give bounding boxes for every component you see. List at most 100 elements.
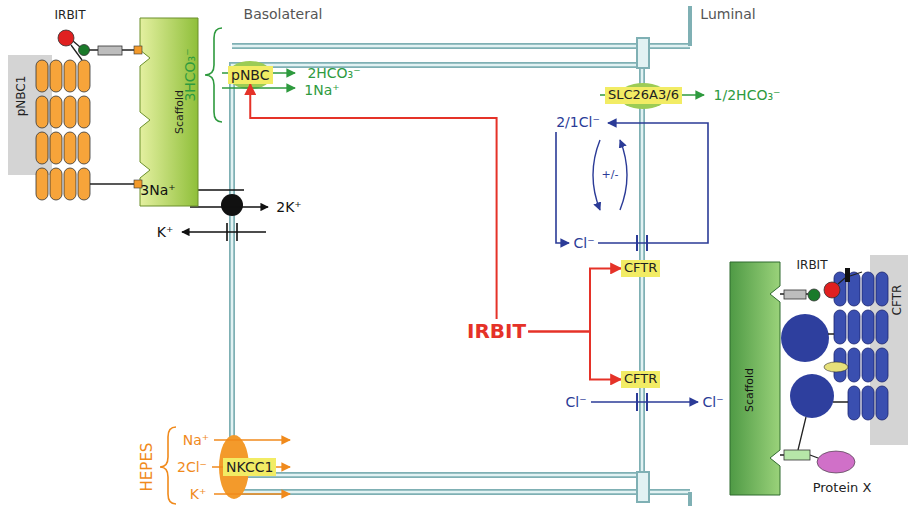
pnbc1-inset-part <box>50 132 62 164</box>
pnbc1-inset-part <box>50 60 62 92</box>
cftr-inset-part <box>784 450 810 460</box>
label: 3Na⁺ <box>140 182 175 198</box>
label: pNBC1 <box>15 76 29 117</box>
pnbc1-inset-part <box>64 168 76 200</box>
pnbc1-inset-part <box>79 45 90 56</box>
label: 2HCO₃⁻ <box>307 65 360 81</box>
cftr-inset-part <box>862 272 874 306</box>
na-k-pump-part <box>227 223 237 241</box>
pnbc1-inset-part <box>36 168 48 200</box>
cftr-channel-part <box>591 401 698 403</box>
slc26-transport-part <box>637 235 647 251</box>
pnbc-transport-part <box>222 87 295 89</box>
pnbc1-inset-part <box>8 55 52 175</box>
highlight-box: NKCC1 <box>223 458 276 476</box>
label: HEPES <box>139 443 156 492</box>
label: +/- <box>602 169 619 182</box>
cftr-channel-part <box>637 393 647 411</box>
cell-membrane-part <box>637 38 649 68</box>
cftr-inset-part <box>848 348 860 382</box>
pnbc1-inset-part <box>98 46 122 55</box>
pnbc-transport-part <box>205 28 222 122</box>
node-text: IRBIT <box>467 320 526 343</box>
nkcc1-transport-part <box>214 493 290 495</box>
cftr-inset-part <box>862 386 874 420</box>
cell-membrane-part <box>232 489 690 495</box>
cftr-inset-part <box>876 272 888 306</box>
cftr-inset-part <box>790 374 834 418</box>
pnbc1-inset-part <box>78 60 90 92</box>
regulation-arrow <box>250 84 496 319</box>
cftr-inset-part <box>845 268 850 282</box>
cftr-inset-part <box>781 314 829 362</box>
pnbc1-inset <box>8 18 198 206</box>
pnbc1-inset-part <box>64 96 76 128</box>
label: Protein X <box>813 481 872 496</box>
highlight-box: CFTR <box>621 371 660 388</box>
cell-membrane-part <box>232 65 642 475</box>
cell-membrane-part <box>688 6 692 506</box>
node-text: CFTR <box>624 372 657 387</box>
cftr-inset-part <box>876 386 888 420</box>
label: Cl⁻ <box>702 394 723 410</box>
cell-membrane-part <box>637 472 649 502</box>
cftr-inset-part <box>808 289 820 301</box>
pnbc1-inset-part <box>140 18 198 206</box>
nkcc1-transport-part <box>214 439 290 441</box>
na-k-pump-part <box>221 194 243 216</box>
pnbc1-inset-part <box>58 30 74 46</box>
pnbc1-inset-part <box>78 168 90 200</box>
label: CFTR <box>891 285 905 316</box>
slc26-transport-part <box>620 140 627 210</box>
cftr-inset-part <box>862 310 874 344</box>
pnbc1-inset-part <box>36 96 48 128</box>
cell-membrane <box>232 6 690 506</box>
cftr-inset-part <box>848 310 860 344</box>
cftr-inset-part <box>862 348 874 382</box>
highlight-box: CFTR <box>621 260 660 277</box>
nkcc1-transport <box>160 427 290 504</box>
pnbc1-inset-part <box>36 60 48 92</box>
node-text: pNBC <box>231 67 270 83</box>
cell-membrane-part <box>232 45 690 48</box>
pnbc1-inset-part <box>64 132 76 164</box>
label: Cl⁻ <box>573 235 594 251</box>
slc26-transport-part <box>593 140 600 210</box>
cell-membrane-part <box>232 65 642 475</box>
pnbc1-inset-part <box>134 46 142 54</box>
label: Basolateral <box>244 6 323 22</box>
na-k-pump-part <box>190 206 268 207</box>
label: Na⁺ <box>183 432 209 448</box>
label: 2K⁺ <box>276 199 301 215</box>
pnbc1-inset-part <box>36 132 48 164</box>
pnbc1-inset-part <box>78 132 90 164</box>
pnbc1-inset-part <box>64 60 76 92</box>
cftr-channel <box>591 393 698 411</box>
highlight-box: SLC26A3/6 <box>605 87 682 104</box>
label: 1/2HCO₃⁻ <box>714 87 781 103</box>
label: 3HCO₃⁻ <box>182 48 198 101</box>
cftr-inset-part <box>876 310 888 344</box>
regulation-arrow <box>528 332 621 380</box>
cftr-inset-part <box>730 262 780 495</box>
highlight-box: pNBC <box>228 66 273 84</box>
label: IRBIT <box>797 259 828 273</box>
node-text: CFTR <box>624 261 657 276</box>
pnbc1-inset-part <box>50 168 62 200</box>
cftr-inset-part <box>824 282 840 298</box>
label: K⁺ <box>157 224 174 240</box>
cftr-inset-part <box>817 451 855 473</box>
regulation-arrow <box>528 268 621 331</box>
label: Luminal <box>700 6 755 22</box>
cftr-inset-part <box>848 386 860 420</box>
cftr-inset <box>730 255 908 495</box>
label: IRBIT <box>55 9 86 23</box>
cell-membrane-part <box>232 43 690 49</box>
slc26-transport <box>556 83 708 251</box>
pnbc1-inset-part <box>50 96 62 128</box>
nkcc1-transport-part <box>160 427 176 504</box>
cftr-inset-part <box>876 348 888 382</box>
node-text: NKCC1 <box>226 459 273 475</box>
